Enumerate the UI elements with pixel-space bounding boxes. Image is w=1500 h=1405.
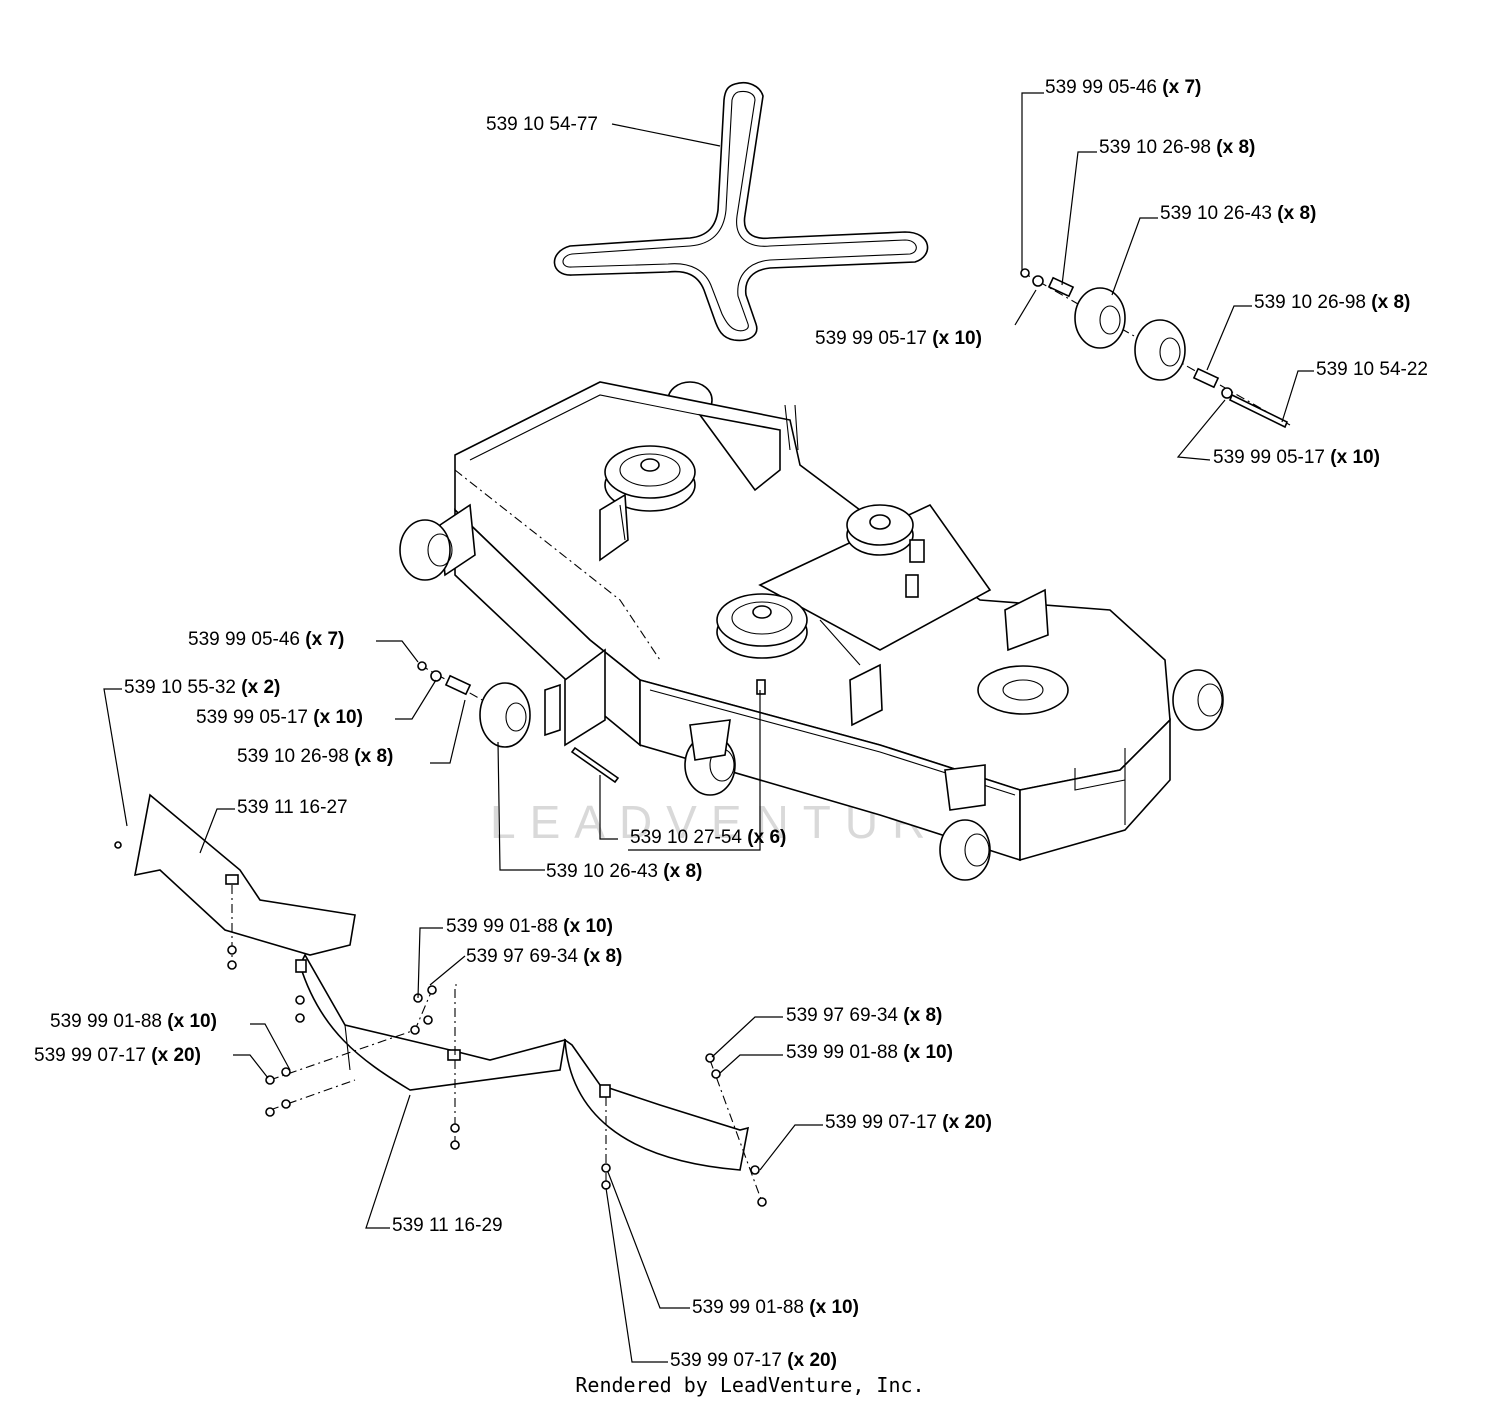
baffle-center (295, 953, 566, 1150)
callout-2: 539 10 26-98 (x 8) (1099, 137, 1255, 158)
callout-0: 539 10 54-77 (486, 114, 598, 135)
callout-12: 539 11 16-27 (237, 797, 348, 818)
callout-6: 539 10 54-22 (1316, 359, 1428, 380)
callout-13: 539 10 27-54 (x 6) (630, 827, 786, 848)
callout-17: 539 99 01-88 (x 10) (50, 1011, 217, 1032)
callout-9: 539 10 55-32 (x 2) (124, 677, 280, 698)
drive-belt (553, 81, 929, 342)
left-pulley (604, 445, 696, 512)
callout-labels: 539 10 54-77 539 99 05-46 (x 7) 539 10 2… (34, 77, 1428, 1371)
baffle-right (564, 1038, 767, 1207)
gauge-wheel-assembly-upper (1020, 268, 1291, 429)
callout-5: 539 10 26-98 (x 8) (1254, 292, 1410, 313)
center-pulley (716, 593, 808, 659)
callout-1: 539 99 05-46 (x 7) (1045, 77, 1201, 98)
deck-wheel-left (399, 519, 453, 581)
footer-credit: Rendered by LeadVenture, Inc. (575, 1373, 925, 1397)
leader-lines (103, 92, 1314, 1363)
callout-15: 539 99 01-88 (x 10) (446, 916, 613, 937)
gauge-wheel-assembly-lower (417, 661, 766, 784)
callout-21: 539 99 07-17 (x 20) (825, 1112, 992, 1133)
baffle-hardware (265, 984, 460, 1117)
callout-18: 539 99 07-17 (x 20) (34, 1045, 201, 1066)
callout-4: 539 99 05-17 (x 10) (815, 328, 982, 349)
callout-16: 539 97 69-34 (x 8) (466, 946, 622, 967)
callout-14: 539 10 26-43 (x 8) (546, 861, 702, 882)
baffle-left (114, 793, 356, 970)
callout-3: 539 10 26-43 (x 8) (1160, 203, 1316, 224)
callout-10: 539 99 05-17 (x 10) (196, 707, 363, 728)
callout-11: 539 10 26-98 (x 8) (237, 746, 393, 767)
callout-7: 539 99 05-17 (x 10) (1213, 447, 1380, 468)
callout-23: 539 99 01-88 (x 10) (692, 1297, 859, 1318)
mower-deck (399, 381, 1224, 881)
callout-19: 539 97 69-34 (x 8) (786, 1005, 942, 1026)
callout-8: 539 99 05-46 (x 7) (188, 629, 344, 650)
callout-20: 539 99 01-88 (x 10) (786, 1042, 953, 1063)
callout-22: 539 11 16-29 (392, 1215, 503, 1236)
deck-wheel-front-right (939, 819, 991, 881)
idler-pulley (846, 504, 925, 598)
callout-24: 539 99 07-17 (x 20) (670, 1350, 837, 1371)
deck-wheel-right (1172, 669, 1224, 731)
